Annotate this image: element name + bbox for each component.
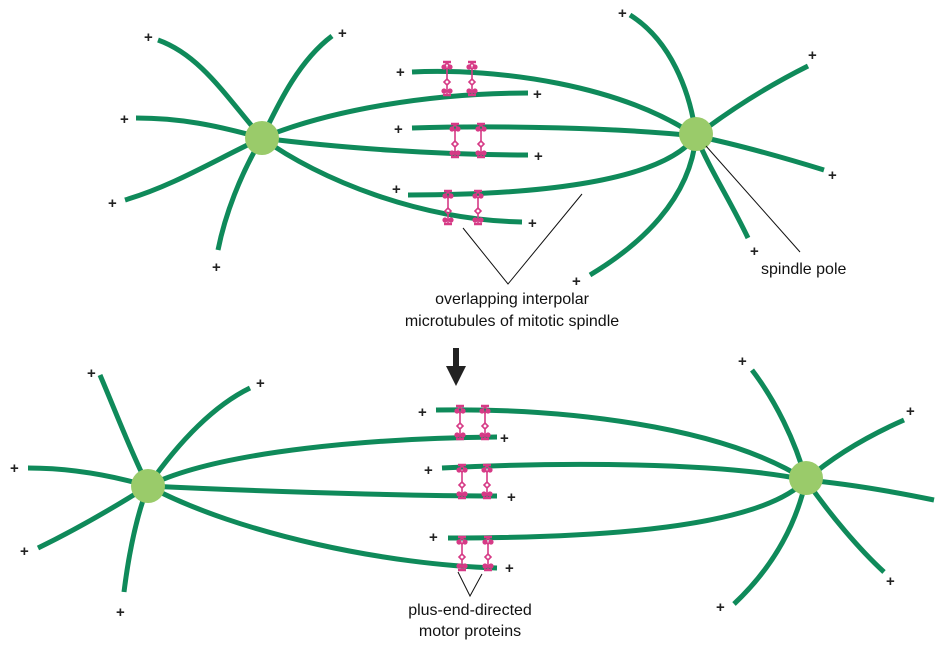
plus-end-label: + [418, 404, 427, 421]
plus-end-label: + [528, 215, 537, 232]
plus-end-label: + [533, 86, 542, 103]
spindle-pole-right [789, 461, 823, 495]
plus-end-label: + [424, 462, 433, 479]
microtubule [259, 34, 334, 140]
microtubule [805, 477, 935, 503]
down-arrow [446, 348, 466, 386]
interpolar-label-line2: microtubules of mitotic spindle [405, 313, 619, 330]
interpolar-label-line1: overlapping interpolar [435, 291, 590, 308]
plus-end-label: + [808, 47, 817, 64]
plus-end-label: + [828, 167, 837, 184]
plus-end-label: + [429, 529, 438, 546]
plus-end-label: + [256, 375, 265, 392]
motor-label-line1: plus-end-directed [408, 602, 532, 619]
plus-end-label: + [396, 64, 405, 81]
microtubule [145, 385, 252, 488]
plus-end-label: + [507, 489, 516, 506]
motor-protein [455, 463, 494, 500]
plus-end-label: + [394, 121, 403, 138]
top-spindle: + + + + + + + + + + + + + + + + spindle … [108, 5, 847, 330]
microtubule [694, 63, 810, 138]
plus-end-label: + [572, 273, 581, 290]
plus-end-label: + [505, 560, 514, 577]
plus-end-label: + [750, 243, 759, 260]
interpolar-leader-line [462, 193, 583, 285]
microtubule [407, 134, 699, 198]
spindle-pole-left [245, 121, 279, 155]
microtubule [732, 479, 809, 606]
plus-end-label: + [906, 403, 915, 420]
microtubule [588, 135, 699, 278]
plus-end-label: + [500, 430, 509, 447]
spindle-pole-label: spindle pole [761, 261, 847, 278]
microtubule [146, 434, 498, 489]
plus-end-label: + [87, 365, 96, 382]
microtubule [146, 483, 498, 571]
microtubule [147, 483, 498, 499]
motor-leader-line [457, 571, 483, 598]
plus-end-label: + [534, 148, 543, 165]
plus-end-label: + [20, 543, 29, 560]
plus-end-label: + [618, 5, 627, 22]
microtubule [695, 133, 825, 173]
microtubule [261, 135, 529, 158]
microtubule [411, 124, 697, 139]
plus-end-label: + [392, 181, 401, 198]
spindle-pole-left [131, 469, 165, 503]
microtubule [97, 374, 151, 488]
microtubule [157, 37, 264, 140]
plus-end-label: + [144, 29, 153, 46]
plus-end-label: + [120, 111, 129, 128]
spindle-pole-right [679, 117, 713, 151]
bottom-spindle: + + + + + + + + + + + + + + + plus-end-d… [10, 353, 935, 640]
plus-end-label: + [716, 599, 725, 616]
microtubule [135, 115, 263, 141]
plus-end-label: + [108, 195, 117, 212]
microtubule [693, 135, 751, 240]
plus-end-label: + [212, 259, 221, 276]
microtubule [27, 465, 149, 489]
microtubule [261, 90, 529, 141]
microtubule [803, 478, 886, 574]
microtubule [447, 478, 808, 541]
plus-end-label: + [886, 573, 895, 590]
plus-end-label: + [10, 460, 19, 477]
microtubule [124, 135, 264, 203]
plus-end-label: + [116, 604, 125, 621]
spindle-pole-leader-line [705, 145, 801, 253]
plus-end-label: + [738, 353, 747, 370]
microtubule [441, 461, 807, 483]
plus-end-label: + [338, 25, 347, 42]
motor-protein [440, 60, 479, 97]
motor-label-line2: motor proteins [419, 623, 521, 640]
